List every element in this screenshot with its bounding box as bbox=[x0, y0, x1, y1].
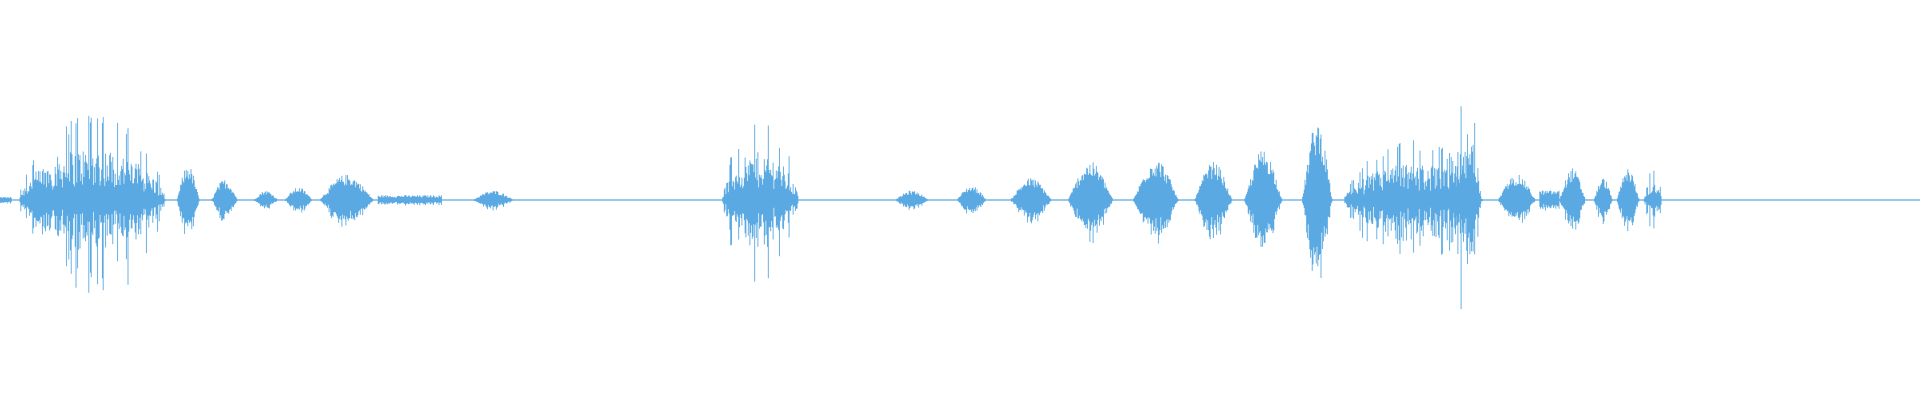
waveform-path bbox=[0, 106, 1662, 310]
waveform-peaks bbox=[0, 106, 1662, 310]
